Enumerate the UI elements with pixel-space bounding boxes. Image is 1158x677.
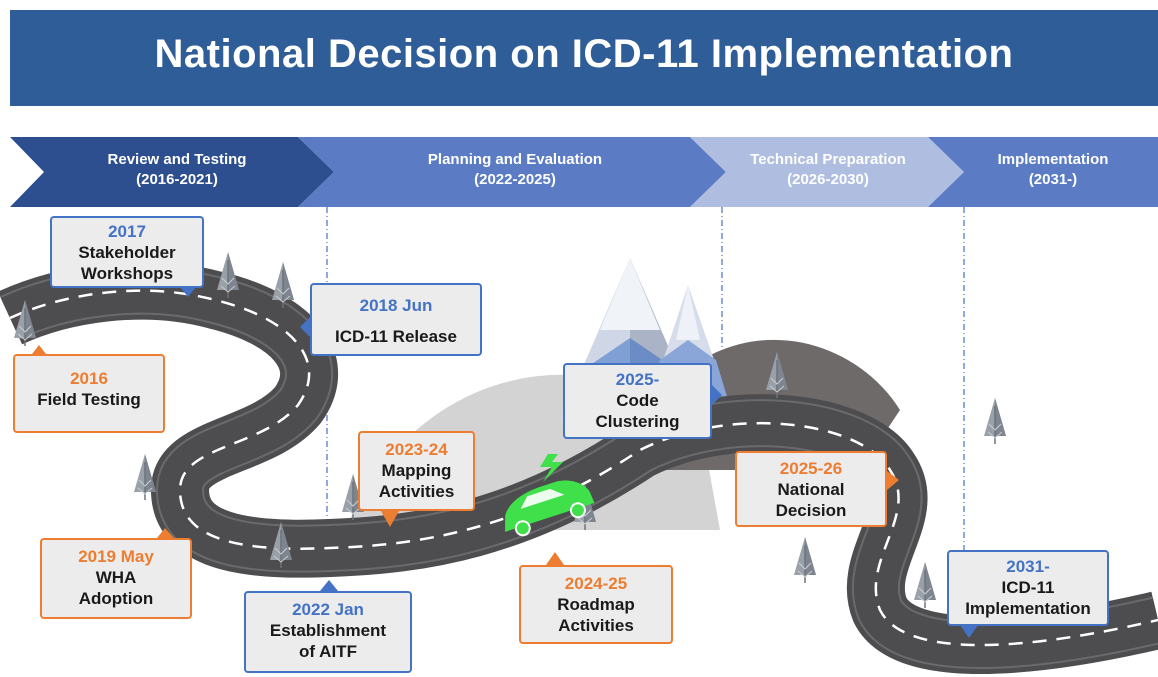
phase-chevron-1 <box>10 137 334 207</box>
road-center-line <box>9 289 1158 647</box>
phase-chevron-3 <box>690 137 964 207</box>
milestone-roadmap-activities: 2024-25 Roadmap Activities <box>519 565 673 644</box>
milestone-date: 2031- <box>1006 557 1050 576</box>
milestone-stakeholder-workshops: 2017 Stakeholder Workshops <box>50 216 204 288</box>
milestone-national-decision: 2025-26 National Decision <box>735 451 887 527</box>
phase-period: (2031-) <box>1028 171 1078 188</box>
title-banner: National Decision on ICD-11 Implementati… <box>10 10 1158 106</box>
milestone-mapping-activities: 2023-24 Mapping Activities <box>358 431 475 511</box>
lightning-icon <box>540 454 563 482</box>
milestone-icd11-implementation: 2031- ICD-11 Implementation <box>947 550 1109 626</box>
milestone-date: 2022 Jan <box>292 600 364 619</box>
phase-chevron-2 <box>298 137 726 207</box>
phase-period: (2022-2025) <box>474 171 556 188</box>
phase-chevron-4 <box>928 137 1158 207</box>
milestone-title: Field Testing <box>37 390 141 409</box>
phase-period: (2016-2021) <box>136 171 218 188</box>
milestone-title: Code <box>616 391 659 410</box>
milestone-pointers <box>32 287 978 638</box>
milestone-title: National <box>777 480 845 499</box>
milestone-title: Implementation <box>965 599 1091 618</box>
milestone-field-testing: 2016 Field Testing <box>13 354 165 433</box>
milestone-title: WHA <box>95 568 137 587</box>
milestone-title: Roadmap <box>557 595 635 614</box>
phase-technical-preparation: Technical Preparation (2026-2030) <box>728 150 928 198</box>
phase-name: Implementation <box>997 151 1109 168</box>
milestone-title: Clustering <box>595 412 680 431</box>
phase-planning-evaluation: Planning and Evaluation (2022-2025) <box>340 150 690 198</box>
milestone-date: 2025-26 <box>779 459 843 478</box>
milestone-title: ICD-11 <box>1001 578 1055 597</box>
milestone-title: Workshops <box>80 264 174 283</box>
milestone-date: 2019 May <box>78 547 154 566</box>
phase-name: Planning and Evaluation <box>427 151 603 168</box>
milestone-title: Mapping <box>381 461 452 480</box>
milestone-title: Stakeholder <box>78 243 176 262</box>
page-title: National Decision on ICD-11 Implementati… <box>154 32 1014 76</box>
milestone-wha-adoption: 2019 May WHA Adoption <box>40 538 192 619</box>
milestone-date: 2016 <box>70 369 108 388</box>
milestone-title: Activities <box>558 616 634 635</box>
phase-period: (2026-2030) <box>787 171 869 188</box>
milestone-date: 2025- <box>615 370 660 389</box>
milestone-establishment-aitf: 2022 Jan Establishment of AITF <box>244 591 412 673</box>
milestone-title: Decision <box>775 501 847 520</box>
car-icon <box>505 480 595 537</box>
milestone-date: 2017 <box>108 222 146 241</box>
phase-implementation: Implementation (2031-) <box>968 150 1138 198</box>
phase-name: Technical Preparation <box>750 151 906 168</box>
milestone-icd11-release: 2018 Jun ICD-11 Release <box>310 283 482 356</box>
milestone-date: 2024-25 <box>564 574 628 593</box>
milestone-title: Activities <box>378 482 455 501</box>
milestone-date: 2018 Jun <box>359 296 433 315</box>
milestone-title: Establishment <box>269 621 387 640</box>
phase-review-testing: Review and Testing (2016-2021) <box>60 150 294 198</box>
milestone-title: of AITF <box>299 642 357 661</box>
milestone-code-clustering: 2025- Code Clustering <box>563 363 712 439</box>
milestone-title: Adoption <box>78 589 154 608</box>
milestone-title: ICD-11 Release <box>335 327 457 346</box>
milestone-date: 2023-24 <box>385 440 448 459</box>
phase-name: Review and Testing <box>107 151 247 168</box>
